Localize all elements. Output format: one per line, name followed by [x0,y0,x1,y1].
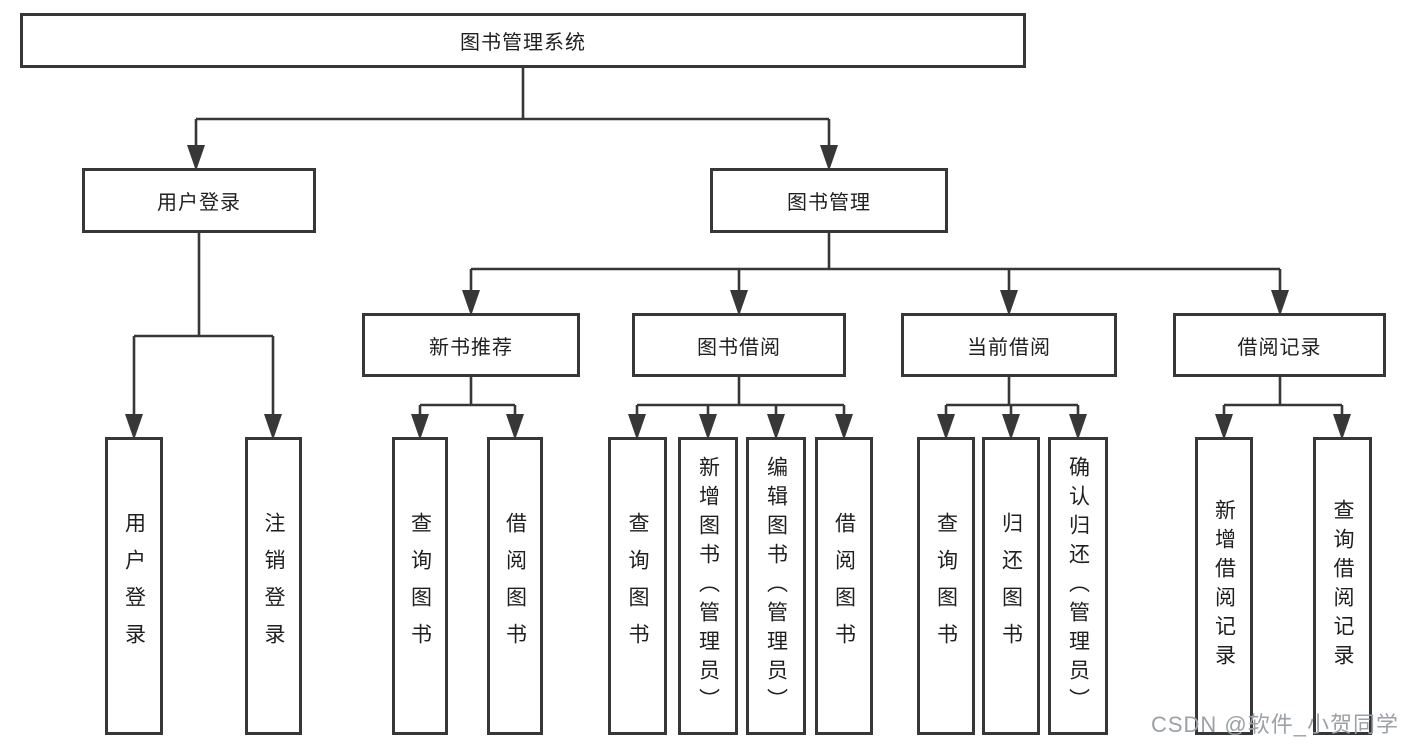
node-root: 图书管理系统 [20,13,1026,68]
node-user-login-label: 用户登录 [157,192,241,214]
node-current-borrow-label: 当前借阅 [967,336,1051,359]
node-book-management-label: 图书管理 [787,192,871,214]
leaf-add-books-admin: 新增图书（管理员） [678,437,738,735]
leaf-query-borrow-record: 查询借阅记录 [1313,437,1372,735]
leaf-query-books-borrow-label: 查询图书 [626,512,649,660]
leaf-user-login-label: 用户登录 [122,512,146,660]
node-new-book-recommend: 新书推荐 [362,313,580,377]
node-new-book-recommend-label: 新书推荐 [429,336,513,359]
leaf-return-books-label: 归还图书 [999,512,1023,660]
node-book-borrow-label: 图书借阅 [697,336,781,359]
node-borrow-records-label: 借阅记录 [1237,336,1322,359]
leaf-logout-label: 注销登录 [262,512,285,660]
leaf-borrow-books: 借阅图书 [815,437,873,735]
node-book-borrow: 图书借阅 [632,313,846,377]
leaf-return-books: 归还图书 [982,437,1040,735]
leaf-confirm-return-admin-label: 确认归还（管理员） [1066,455,1090,717]
leaf-add-borrow-record-label: 新增借阅记录 [1212,499,1236,673]
leaf-logout: 注销登录 [245,437,302,735]
leaf-query-books-current-label: 查询图书 [934,512,958,660]
leaf-query-books-borrow: 查询图书 [608,437,667,735]
node-borrow-records: 借阅记录 [1173,313,1386,377]
leaf-query-books-recommend-label: 查询图书 [408,512,432,660]
node-current-borrow: 当前借阅 [901,313,1117,377]
node-book-management: 图书管理 [710,168,948,233]
leaf-edit-books-admin: 编辑图书（管理员） [746,437,806,735]
leaf-borrow-books-label: 借阅图书 [832,512,856,660]
leaf-query-borrow-record-label: 查询借阅记录 [1331,499,1354,673]
node-root-label: 图书管理系统 [460,32,586,54]
leaf-query-books-current: 查询图书 [917,437,975,735]
leaf-user-login: 用户登录 [105,437,163,735]
leaf-borrow-books-recommend: 借阅图书 [487,437,543,735]
leaf-confirm-return-admin: 确认归还（管理员） [1048,437,1108,735]
node-user-login: 用户登录 [82,168,316,233]
leaf-borrow-books-recommend-label: 借阅图书 [503,512,527,660]
leaf-add-borrow-record: 新增借阅记录 [1195,437,1253,735]
leaf-edit-books-admin-label: 编辑图书（管理员） [764,455,788,717]
leaf-add-books-admin-label: 新增图书（管理员） [696,455,720,717]
leaf-query-books-recommend: 查询图书 [392,437,448,735]
watermark: CSDN @软件_小贺同学 [1150,712,1399,737]
